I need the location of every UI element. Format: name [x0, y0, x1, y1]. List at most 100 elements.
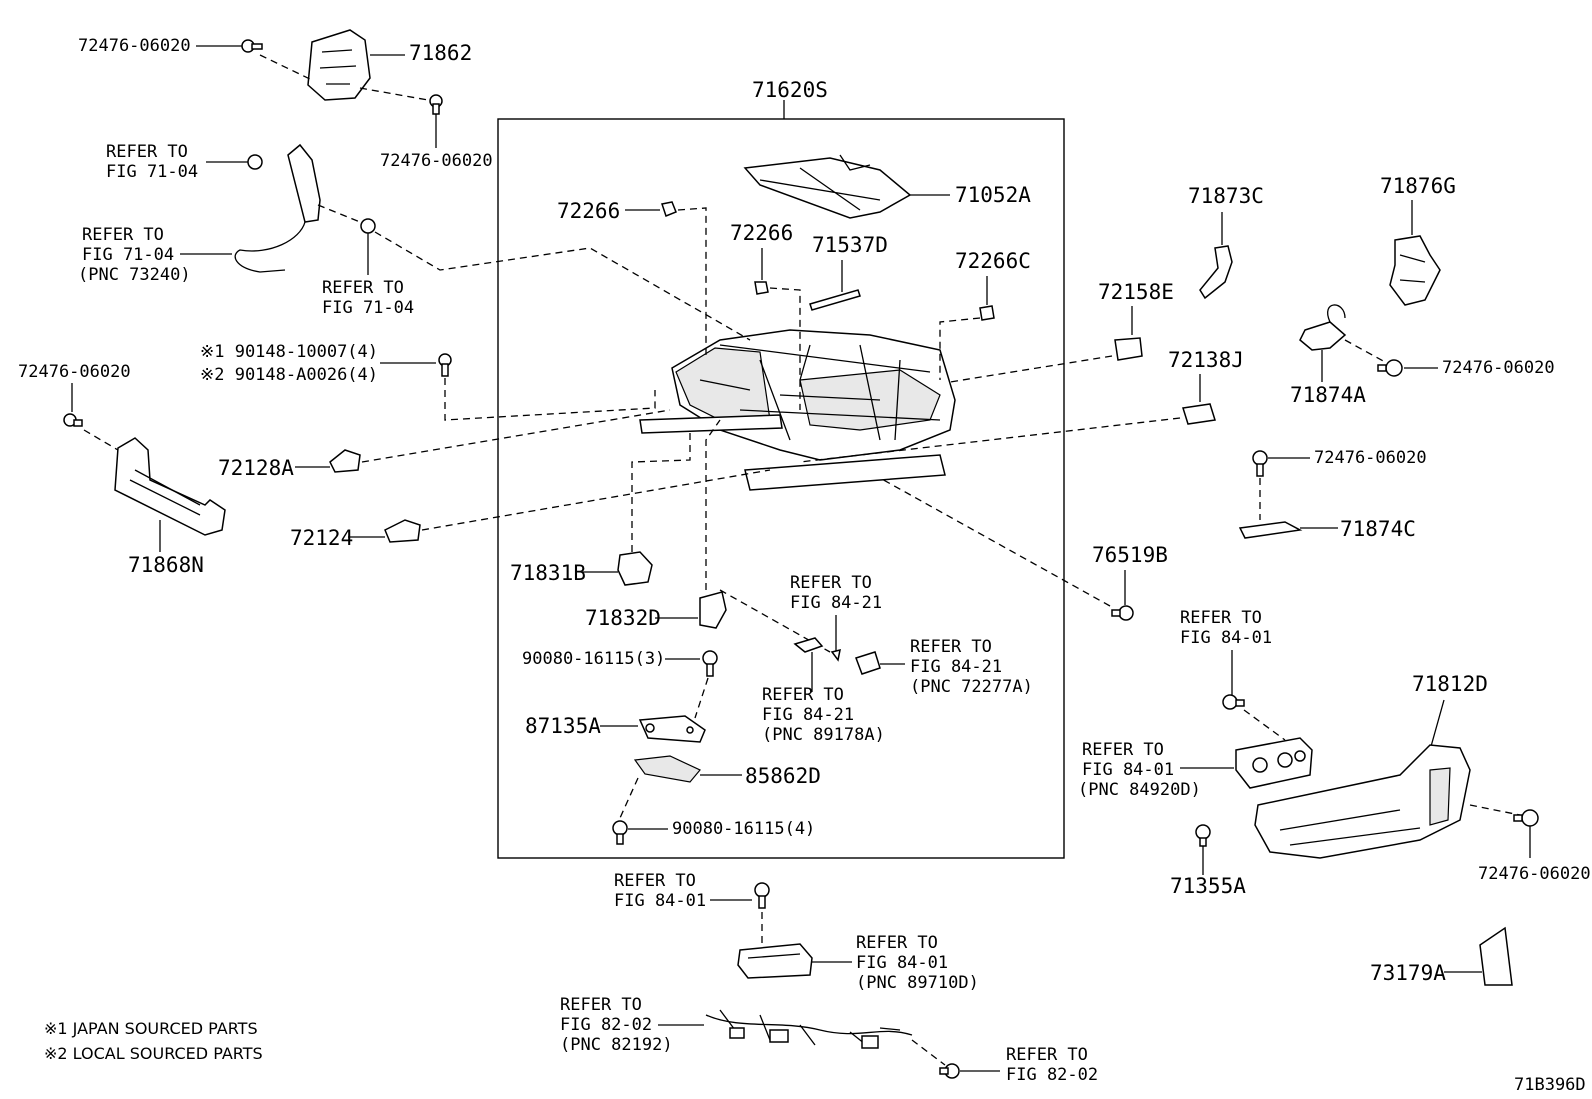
- cover-71832D: [699, 591, 727, 629]
- rod-71537D: [809, 289, 861, 311]
- part-number-label: 72158E: [1098, 280, 1174, 304]
- part-number-label: ※1 90148-10007(4): [200, 342, 378, 362]
- bracket-71876G: [1389, 235, 1441, 306]
- bolt-icon: [429, 94, 443, 115]
- ecu-module: [737, 943, 813, 979]
- reference-label: REFER TO: [614, 871, 696, 891]
- part-number-label: 72266: [730, 221, 793, 245]
- bolt-icon: [1252, 450, 1268, 477]
- bolt-icon: [939, 1063, 960, 1079]
- reference-label: REFER TO: [762, 685, 844, 705]
- seat-belt-buckle: [234, 143, 376, 273]
- assembly-frame: [497, 118, 1065, 859]
- clip-icon: [855, 651, 881, 675]
- reference-label: REFER TO: [1082, 740, 1164, 760]
- reference-label: REFER TO: [106, 142, 188, 162]
- part-number-label: 72476-06020: [380, 151, 493, 171]
- clip-71355A: [1195, 824, 1211, 847]
- part-number-label: 72138J: [1168, 348, 1244, 372]
- rail-cover-71874C: [1238, 521, 1303, 539]
- clip-72128A: [329, 449, 361, 473]
- part-number-label: 71831B: [510, 561, 586, 585]
- reference-label: FIG 82-02: [1006, 1065, 1098, 1085]
- bolt-icon: [754, 882, 770, 909]
- part-number-label: 72128A: [218, 456, 294, 480]
- part-number-label: 71537D: [812, 233, 888, 257]
- cover-85862D: [633, 755, 701, 783]
- clip-72124: [384, 519, 421, 543]
- part-number-label: 71868N: [128, 553, 204, 577]
- bolt-icon: [612, 820, 628, 845]
- clip-icon: [661, 201, 677, 217]
- reference-label: FIG 82-02: [560, 1015, 652, 1035]
- cap-76519B: [1111, 605, 1134, 621]
- reference-label: (PNC 89178A): [762, 725, 885, 745]
- part-number-label: 72476-06020: [78, 36, 191, 56]
- part-number-label: 72476-06020: [18, 362, 131, 382]
- reference-label: REFER TO: [82, 225, 164, 245]
- bolt-icon: [1222, 694, 1245, 710]
- part-number-label: 71832D: [585, 606, 661, 630]
- part-number-label: 85862D: [745, 764, 821, 788]
- reference-label: REFER TO: [910, 637, 992, 657]
- reference-label: REFER TO: [856, 933, 938, 953]
- cover-71874A: [1299, 304, 1347, 351]
- seat-switch-84920D: [1235, 737, 1313, 789]
- bolt-icon: [438, 353, 452, 377]
- reference-label: FIG 71-04: [82, 245, 174, 265]
- reference-label: (PNC 89710D): [856, 973, 979, 993]
- reference-label: REFER TO: [790, 573, 872, 593]
- part-number-label: 71876G: [1380, 174, 1456, 198]
- reference-label: FIG 84-01: [1180, 628, 1272, 648]
- bolt-icon: [63, 413, 83, 427]
- part-number-label: ※2 90148-A0026(4): [200, 365, 378, 385]
- clip-icon: [754, 281, 769, 295]
- wire-spring-71052A: [743, 154, 912, 219]
- reference-label: FIG 71-04: [322, 298, 414, 318]
- clip-icon: [793, 637, 824, 653]
- wire-harness: [705, 1009, 913, 1049]
- seat-frame-assembly: [639, 329, 956, 491]
- part-number-label: 90080-16115(4): [672, 819, 815, 839]
- part-number-label: 72476-06020: [1442, 358, 1555, 378]
- part-number-label: 72266: [557, 199, 620, 223]
- bolt-icon: [241, 39, 263, 53]
- part-number-label: 71052A: [955, 183, 1031, 207]
- clip-72158E: [1114, 337, 1143, 361]
- reference-label: REFER TO: [1006, 1045, 1088, 1065]
- reference-label: FIG 84-21: [790, 593, 882, 613]
- reference-label: (PNC 73240): [78, 265, 191, 285]
- bracket-71831B: [617, 551, 653, 586]
- part-number-label: 71862: [409, 41, 472, 65]
- bolt-icon: [1377, 359, 1403, 377]
- part-number-label: 72476-06020: [1478, 864, 1591, 884]
- part-number-label: 72476-06020: [1314, 448, 1427, 468]
- reference-label: (PNC 72277A): [910, 677, 1033, 697]
- figure-code: 71B396D: [1514, 1075, 1586, 1095]
- pin-icon: [830, 648, 841, 662]
- reference-label: (PNC 82192): [560, 1035, 673, 1055]
- reference-label: FIG 84-01: [856, 953, 948, 973]
- reference-label: REFER TO: [322, 278, 404, 298]
- recliner-cover-71862: [307, 29, 371, 101]
- clip-72138J: [1182, 403, 1216, 425]
- reference-label: FIG 84-01: [614, 891, 706, 911]
- note-japan: ※1 JAPAN SOURCED PARTS: [44, 1019, 258, 1038]
- part-number-label: 71873C: [1188, 184, 1264, 208]
- reference-label: FIG 84-21: [762, 705, 854, 725]
- cover-73179A: [1479, 926, 1513, 986]
- part-number-label: 71355A: [1170, 874, 1246, 898]
- side-shield-71812D: [1254, 744, 1471, 859]
- part-number-label: 90080-16115(3): [522, 649, 665, 669]
- reference-label: REFER TO: [1180, 608, 1262, 628]
- reference-label: REFER TO: [560, 995, 642, 1015]
- part-number-label: 76519B: [1092, 543, 1168, 567]
- part-number-label: 71874C: [1340, 517, 1416, 541]
- part-number-label: 71812D: [1412, 672, 1488, 696]
- clip-71873C: [1199, 245, 1233, 300]
- note-local: ※2 LOCAL SOURCED PARTS: [44, 1044, 263, 1063]
- assembly-label: 71620S: [752, 78, 828, 102]
- reference-label: FIG 84-21: [910, 657, 1002, 677]
- bolt-icon: [702, 650, 718, 677]
